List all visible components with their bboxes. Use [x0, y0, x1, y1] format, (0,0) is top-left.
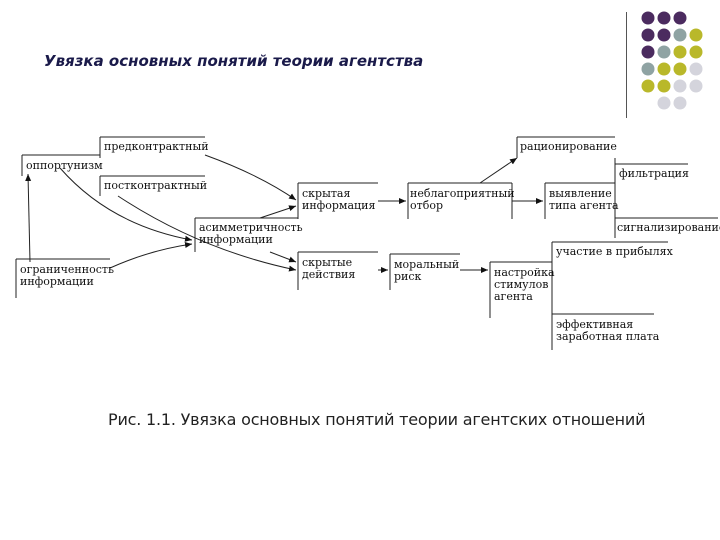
arrow-bounded-to-opportunism [28, 174, 30, 262]
node-opportunism: оппортунизм [26, 160, 103, 172]
arrow-asymmetry-to-hidden-info [260, 206, 296, 218]
figure-caption: Рис. 1.1. Увязка основных понятий теории… [108, 410, 645, 429]
node-bounded-info: ограниченность информации [20, 264, 114, 288]
node-efficiency-wage: эффективная заработная плата [556, 319, 659, 343]
node-adverse-selection: неблагоприятный отбор [410, 188, 515, 212]
arrow-pre-contract-to-hidden-info [205, 155, 296, 200]
node-hidden-actions: скрытые действия [302, 257, 355, 281]
node-signaling: сигнализирование [617, 222, 720, 234]
node-pre-contract: предконтрактный [104, 141, 209, 153]
node-hidden-info: скрытая информация [302, 188, 375, 212]
node-post-contract: постконтрактный [104, 180, 207, 192]
node-profit-sharing: участие в прибылях [556, 246, 673, 258]
node-filtering: фильтрация [619, 168, 689, 180]
node-asymmetry: асимметричность информации [199, 222, 303, 246]
node-rationing: рационирование [520, 141, 617, 153]
node-incentives: настройка стимулов агента [494, 267, 555, 303]
arrow-asymmetry-to-hidden-actions [270, 252, 296, 262]
node-agent-type: выявление типа агента [549, 188, 619, 212]
arrow-adverse-selection-to-rationing [480, 158, 517, 183]
node-moral-hazard: моральный риск [394, 259, 459, 283]
arrow-bounded-to-asymmetry [110, 244, 192, 268]
